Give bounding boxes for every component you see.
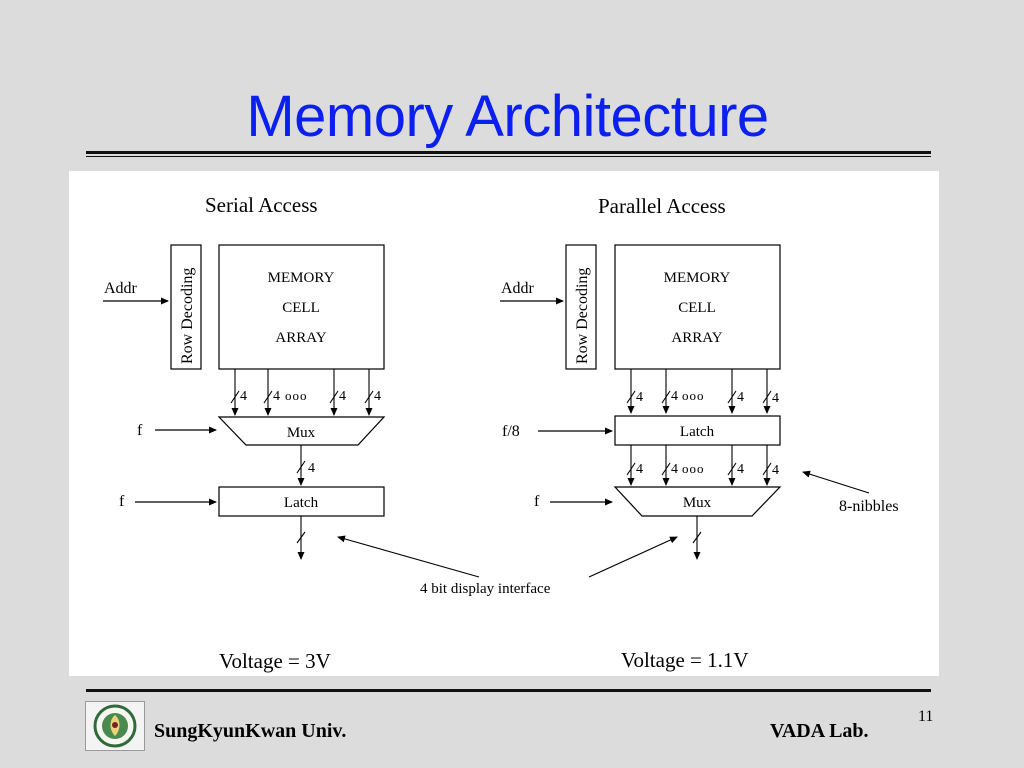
diagram-panel: Serial Access Addr Row Decoding MEMORY C… bbox=[69, 171, 939, 676]
serial-row-decoding-label: Row Decoding bbox=[179, 268, 196, 364]
parallel-mux bbox=[613, 486, 782, 517]
serial-bus-label-2: 4 bbox=[273, 389, 280, 404]
serial-bus-label-1: 4 bbox=[240, 389, 247, 404]
nibbles-arrow bbox=[802, 470, 870, 494]
serial-bus-label-4: 4 bbox=[374, 389, 381, 404]
parallel-bus-top-label-2: 4 bbox=[671, 389, 678, 404]
parallel-f-mux-label: f bbox=[534, 493, 540, 510]
serial-f-latch-label: f bbox=[119, 493, 125, 510]
serial-latch-label: Latch bbox=[284, 495, 319, 511]
footer-rule bbox=[86, 689, 931, 692]
slide-title: Memory Architecture bbox=[246, 84, 769, 149]
serial-memory-line2: CELL bbox=[282, 300, 320, 316]
parallel-bus-mid-label-3: 4 bbox=[737, 462, 744, 477]
university-logo bbox=[85, 701, 145, 751]
footer-university: SungKyunKwan Univ. bbox=[154, 720, 347, 742]
footer-lab: VADA Lab. bbox=[770, 720, 869, 742]
parallel-row-decoding-label: Row Decoding bbox=[574, 268, 591, 364]
display-interface-arrow-left bbox=[337, 535, 480, 578]
serial-heading: Serial Access bbox=[205, 193, 318, 217]
parallel-voltage: Voltage = 1.1V bbox=[621, 648, 749, 672]
serial-voltage: Voltage = 3V bbox=[219, 649, 331, 673]
parallel-latch-label: Latch bbox=[680, 424, 715, 440]
serial-bus-label-3: 4 bbox=[339, 389, 346, 404]
parallel-bus-top-dots: ooo bbox=[682, 388, 705, 403]
parallel-heading: Parallel Access bbox=[598, 194, 726, 218]
parallel-addr-label: Addr bbox=[501, 280, 535, 297]
parallel-bus-top-label-3: 4 bbox=[737, 390, 744, 405]
parallel-f8-label: f/8 bbox=[502, 423, 520, 440]
display-interface-label: 4 bit display interface bbox=[420, 581, 551, 597]
parallel-memory-line1: MEMORY bbox=[664, 270, 731, 286]
parallel-memory-line3: ARRAY bbox=[671, 330, 722, 346]
parallel-mux-label: Mux bbox=[683, 495, 712, 511]
serial-bus-dots: ooo bbox=[285, 388, 308, 403]
serial-bus-mid-label: 4 bbox=[308, 461, 315, 476]
serial-memory-array bbox=[218, 244, 385, 370]
parallel-memory-line2: CELL bbox=[678, 300, 716, 316]
serial-bus-top bbox=[230, 369, 374, 416]
parallel-bus-mid-label-1: 4 bbox=[636, 462, 643, 477]
parallel-bus-top bbox=[626, 369, 772, 414]
nibbles-label: 8-nibbles bbox=[839, 498, 899, 515]
parallel-bus-mid-label-4: 4 bbox=[772, 463, 779, 478]
display-interface-arrow-right bbox=[588, 536, 678, 578]
serial-memory-line3: ARRAY bbox=[275, 330, 326, 346]
parallel-bus-mid-label-2: 4 bbox=[671, 462, 678, 477]
title-rule bbox=[86, 151, 931, 154]
parallel-bus-mid bbox=[626, 445, 772, 486]
serial-f-mux-label: f bbox=[137, 422, 143, 439]
serial-row-decoder bbox=[170, 244, 202, 370]
parallel-bus-mid-dots: ooo bbox=[682, 461, 705, 476]
parallel-bus-top-label-4: 4 bbox=[772, 391, 779, 406]
title-rule-thin bbox=[86, 156, 931, 157]
memory-architecture-diagram: Serial Access Addr Row Decoding MEMORY C… bbox=[103, 193, 899, 673]
serial-mux bbox=[217, 416, 386, 446]
parallel-latch bbox=[614, 415, 781, 446]
serial-mux-label: Mux bbox=[287, 425, 316, 441]
parallel-row-decoder bbox=[565, 244, 597, 370]
serial-addr-label: Addr bbox=[104, 280, 138, 297]
serial-memory-line1: MEMORY bbox=[268, 270, 335, 286]
parallel-memory-array bbox=[614, 244, 781, 370]
page-number: 11 bbox=[918, 708, 934, 725]
parallel-bus-top-label-1: 4 bbox=[636, 390, 643, 405]
